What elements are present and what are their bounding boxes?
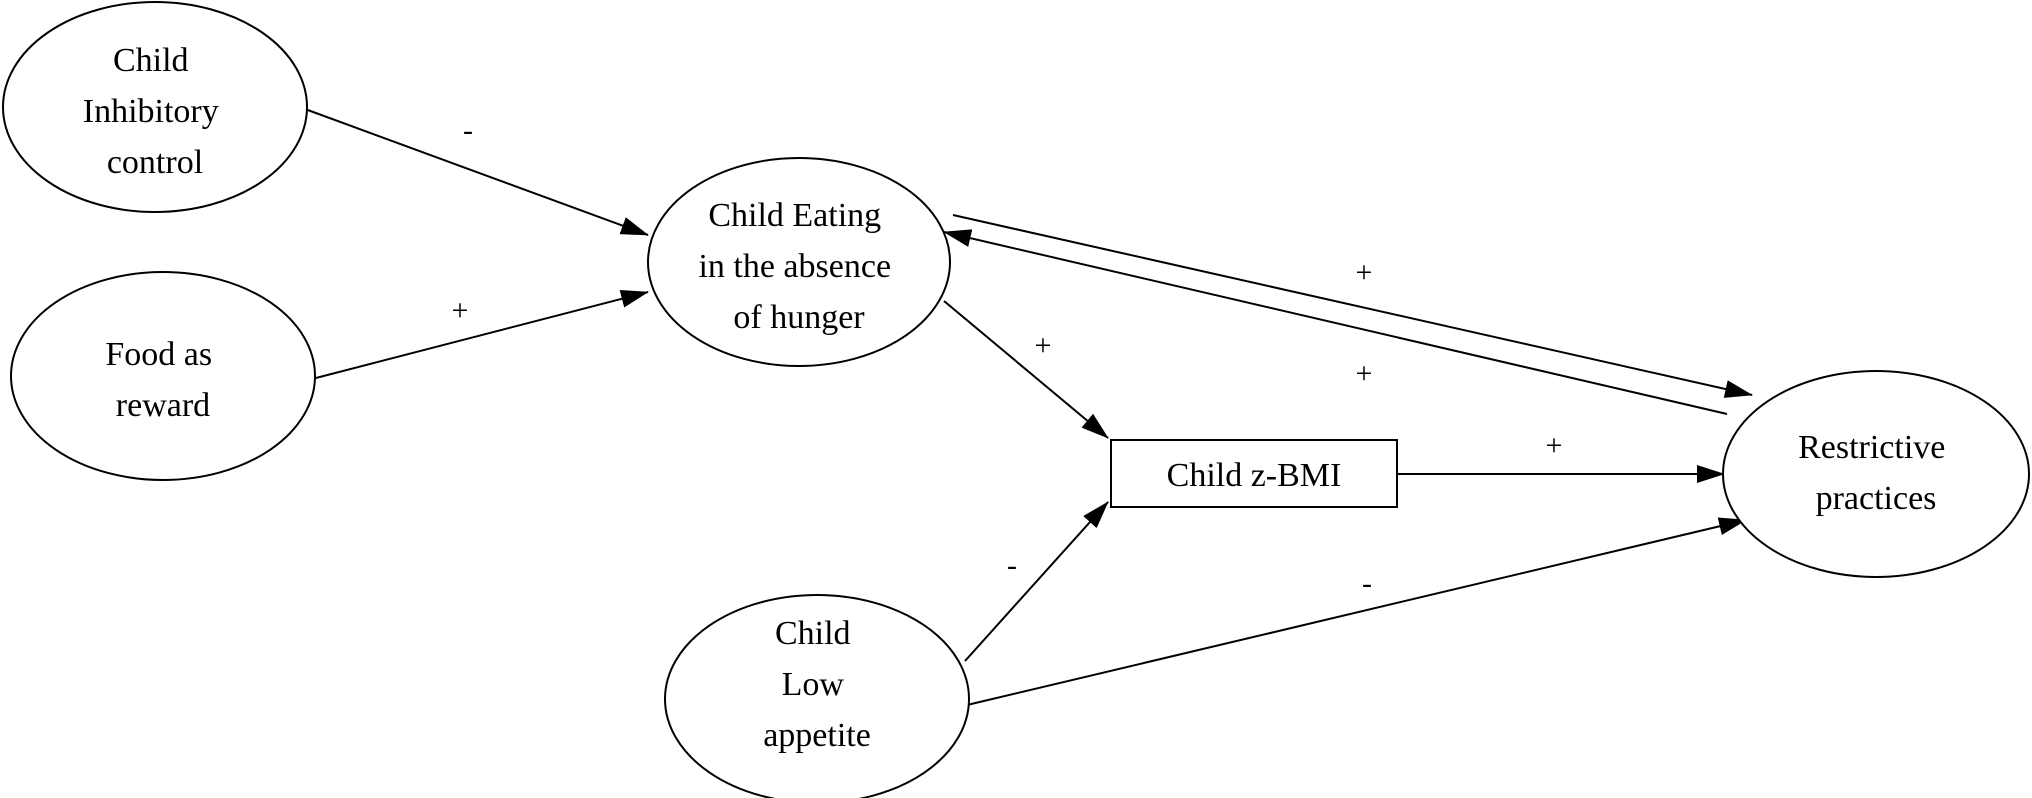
sign-eah-to-restrict: + bbox=[1356, 256, 1373, 289]
edge-eah-to-zbmi bbox=[943, 300, 1109, 439]
sign-zbmi-to-restrict: + bbox=[1546, 429, 1563, 462]
node-label: Child Inhibitory control bbox=[83, 42, 227, 181]
node-label: Child Eating in the absence of hunger bbox=[698, 197, 899, 336]
node-child-inhibitory-control: Child Inhibitory control bbox=[2, 1, 308, 213]
node-child-low-appetite: Child Low appetite bbox=[664, 594, 970, 798]
sign-eah-to-zbmi: + bbox=[1035, 329, 1052, 362]
edge-appetite-to-restrict bbox=[966, 517, 1747, 706]
edge-signs: - + + + + + - - bbox=[452, 114, 1563, 600]
edges bbox=[304, 108, 1753, 706]
node-child-eating-absence-of-hunger: Child Eating in the absence of hunger bbox=[647, 157, 951, 367]
node-label: Child z-BMI bbox=[1167, 457, 1342, 494]
edge-restrict-to-eah bbox=[943, 229, 1728, 415]
node-label: Child Low appetite bbox=[763, 615, 871, 754]
edge-inhibitory-to-eah bbox=[304, 108, 649, 236]
node-label: Food as reward bbox=[105, 336, 220, 424]
edge-reward-to-eah bbox=[311, 290, 649, 380]
edge-appetite-to-zbmi bbox=[964, 501, 1109, 662]
node-restrictive-practices: Restrictive practices bbox=[1722, 370, 2030, 578]
sign-reward-to-eah: + bbox=[452, 294, 469, 327]
sign-appetite-to-zbmi: - bbox=[1007, 549, 1017, 582]
sign-inhibitory-to-eah: - bbox=[463, 114, 473, 147]
edge-eah-to-restrict bbox=[952, 214, 1753, 398]
sign-restrict-to-eah: + bbox=[1356, 357, 1373, 390]
node-child-z-bmi: Child z-BMI bbox=[1110, 439, 1398, 508]
sign-appetite-to-restrict: - bbox=[1362, 567, 1372, 600]
node-food-as-reward: Food as reward bbox=[10, 271, 316, 481]
node-label: Restrictive practices bbox=[1798, 429, 1954, 517]
